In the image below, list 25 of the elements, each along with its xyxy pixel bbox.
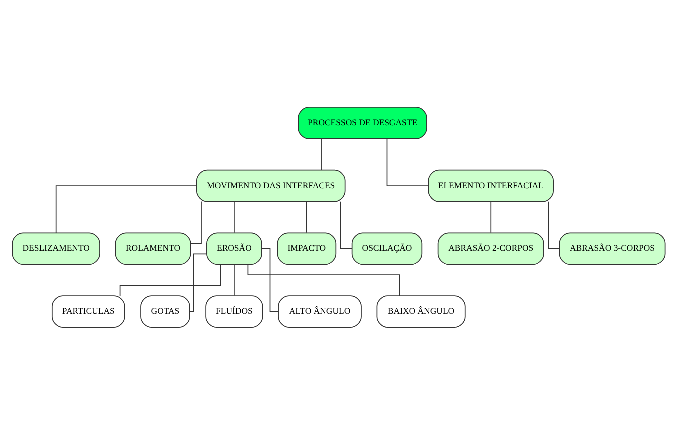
node-box: MOVIMENTO DAS INTERFACES (196, 170, 346, 202)
node-box: OSCILAÇÃO (352, 232, 423, 266)
node-box: BAIXO ÂNGULO (376, 296, 466, 328)
node-box: ROLAMENTO (115, 232, 192, 266)
connector (190, 254, 208, 312)
connector (248, 264, 400, 296)
node-box: IMPACTO (277, 232, 337, 266)
connector (386, 138, 430, 186)
node-box: ABRASÃO 2-CORPOS (438, 232, 544, 266)
connector (262, 248, 279, 312)
node-box: PROCESSOS DE DESGASTE (298, 107, 428, 140)
node-box: EROSÃO (206, 232, 262, 266)
node-box: ALTO ÂNGULO (278, 296, 362, 328)
connector (306, 202, 308, 234)
node-box: ABRASÃO 3-CORPOS (559, 232, 666, 266)
connector (234, 264, 235, 296)
connector (190, 201, 202, 244)
node-box: DESLIZAMENTO (12, 232, 100, 266)
node-box: PARTICULAS (52, 296, 126, 328)
node-box: GOTAS (140, 296, 190, 328)
connector (56, 186, 198, 234)
node-box: ELEMENTO INTERFACIAL (428, 170, 554, 202)
connector (490, 202, 492, 234)
connector (234, 202, 235, 234)
node-box: FLUÍDOS (206, 296, 264, 328)
